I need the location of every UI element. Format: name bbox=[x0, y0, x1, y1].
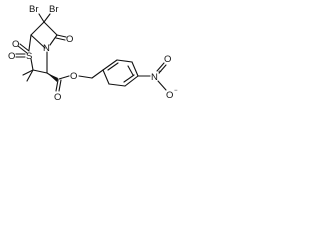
bond-c5-n bbox=[30, 34, 46, 49]
atom-o-nitro-bottom: O bbox=[166, 90, 173, 101]
bond-ch2-ring bbox=[91, 69, 104, 79]
bond-c6-br-left bbox=[38, 13, 45, 23]
atom-o-nitro-top: O bbox=[164, 54, 171, 65]
bond-cester-o-a bbox=[55, 79, 59, 92]
bond-s-o-top-b bbox=[17, 45, 28, 54]
atom-n-nitro-charge: + bbox=[158, 70, 162, 76]
atom-o-ester-carbonyl: O bbox=[54, 92, 61, 103]
atom-n-nitro: N bbox=[151, 72, 158, 83]
bond-c6-c5 bbox=[30, 21, 45, 36]
bond-c7-o-a bbox=[56, 34, 67, 38]
bond-ring-5 bbox=[108, 83, 126, 87]
bond-c6-c7 bbox=[43, 21, 58, 36]
atom-br-left: Br bbox=[29, 4, 39, 15]
bond-s-c2 bbox=[30, 58, 34, 71]
bond-c6-br-right bbox=[43, 13, 51, 23]
bond-c7-n bbox=[49, 34, 58, 46]
atom-n-lactam: N bbox=[43, 43, 50, 54]
bond-cester-o-b bbox=[58, 79, 62, 92]
atom-o-sulfonyl-top: O bbox=[12, 39, 19, 50]
bond-nnitro-obottom bbox=[157, 80, 167, 91]
bond-ring-4 bbox=[124, 75, 139, 87]
bond-ring-inner-3 bbox=[127, 65, 134, 76]
atom-o-sulfonyl-left: O bbox=[8, 51, 15, 62]
atom-br-right: Br bbox=[49, 4, 59, 15]
atom-labels: Br Br N O S O O O O N + O O − bbox=[8, 4, 178, 103]
bond-o-ch2 bbox=[78, 75, 93, 79]
bond-ring-3 bbox=[131, 61, 139, 77]
bond-ring-inner-2 bbox=[123, 74, 135, 83]
bond-c2-methyl-2 bbox=[26, 69, 34, 82]
bond-c2-c3 bbox=[32, 69, 48, 74]
bond-s-o-top-a bbox=[19, 43, 30, 52]
bond-c2-methyl-1 bbox=[22, 69, 34, 76]
molecule-structure-diagram: Br Br N O S O O O O N + O O − bbox=[8, 4, 178, 103]
bond-ring-6 bbox=[102, 69, 110, 85]
stereo-wedge-bond bbox=[47, 73, 58, 82]
bond-nnitro-otop-b bbox=[158, 64, 167, 74]
bond-ring-inner-1 bbox=[107, 62, 119, 71]
atom-o-ester: O bbox=[70, 71, 77, 82]
bonds bbox=[15, 13, 167, 92]
bond-ring-2 bbox=[116, 59, 133, 63]
bond-ring-1 bbox=[102, 59, 118, 71]
atom-o-nitro-charge: − bbox=[174, 88, 178, 94]
atom-o-lactam: O bbox=[66, 34, 73, 45]
bond-nnitro-otop-a bbox=[156, 62, 165, 72]
bond-cester-o bbox=[58, 75, 70, 80]
bond-c7-o-b bbox=[55, 37, 66, 41]
atom-s: S bbox=[26, 51, 32, 62]
bond-c5-s bbox=[28, 34, 32, 51]
